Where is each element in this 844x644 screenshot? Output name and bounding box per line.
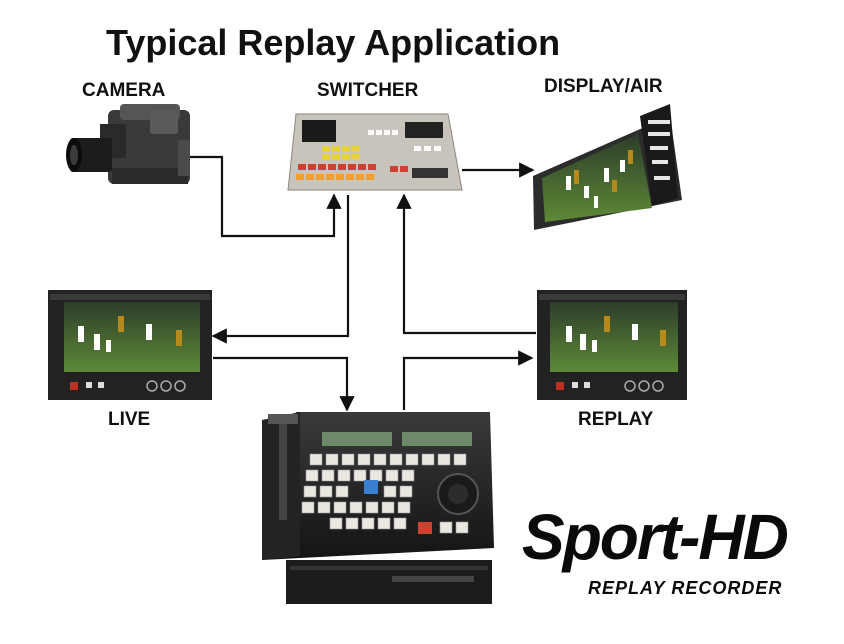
live-monitor-image bbox=[48, 290, 212, 400]
recorder-to-replay-line bbox=[402, 350, 534, 410]
camera-to-switcher-line bbox=[190, 155, 342, 238]
camera-label: CAMERA bbox=[82, 80, 166, 101]
sport-hd-logo: Sport-HD REPLAY RECORDER bbox=[522, 500, 822, 610]
logo-brand: Sport-HD bbox=[522, 501, 789, 573]
diagram-title: Typical Replay Application bbox=[106, 22, 561, 63]
replay-label: REPLAY bbox=[578, 409, 654, 430]
connection-lines bbox=[190, 155, 536, 412]
switcher-label: SWITCHER bbox=[317, 80, 419, 101]
recorder-controller-image bbox=[262, 412, 494, 604]
replay-monitor-image bbox=[537, 290, 687, 400]
display-label: DISPLAY/AIR bbox=[544, 76, 663, 97]
logo-tagline: REPLAY RECORDER bbox=[588, 578, 783, 598]
switcher-image bbox=[287, 113, 463, 191]
display-image bbox=[533, 104, 682, 230]
live-label: LIVE bbox=[108, 409, 151, 430]
camera-image bbox=[66, 104, 190, 184]
switcher-to-live-line bbox=[211, 195, 350, 344]
live-to-recorder-line bbox=[213, 356, 355, 412]
replay-to-switcher-line bbox=[396, 193, 536, 335]
